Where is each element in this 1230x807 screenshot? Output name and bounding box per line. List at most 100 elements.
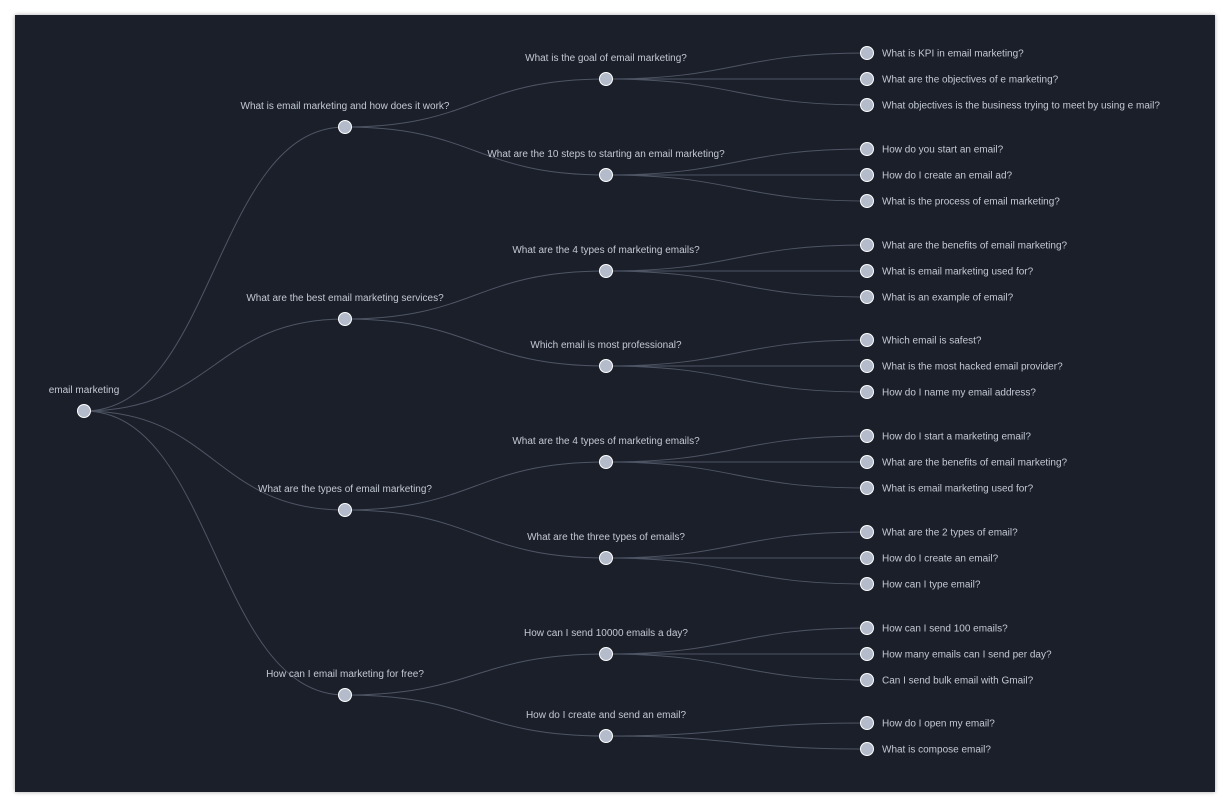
root-node-dot[interactable] <box>77 404 91 418</box>
sub-node-4-1-dot[interactable] <box>599 647 613 661</box>
leaf-node-4-1-3[interactable]: Can I send bulk email with Gmail? <box>860 673 1034 687</box>
sub-node-1-1[interactable]: What is the goal of email marketing? <box>525 53 687 86</box>
leaf-node-1-2-1-dot[interactable] <box>860 142 874 156</box>
leaf-node-3-1-1-dot[interactable] <box>860 429 874 443</box>
leaf-node-1-2-3-dot[interactable] <box>860 194 874 208</box>
leaf-node-1-1-1-dot[interactable] <box>860 46 874 60</box>
leaf-node-3-2-2[interactable]: How do I create an email? <box>860 551 999 565</box>
sub-node-1-2[interactable]: What are the 10 steps to starting an ema… <box>487 149 725 182</box>
leaf-node-2-2-1-label: Which email is safest? <box>882 336 982 347</box>
leaf-node-2-1-1[interactable]: What are the benefits of email marketing… <box>860 238 1068 252</box>
sub-node-2-1-dot[interactable] <box>599 264 613 278</box>
branch-node-3[interactable]: What are the types of email marketing? <box>258 484 432 517</box>
link-sub-4-2-to-leaf-1 <box>605 722 868 737</box>
leaf-node-3-1-3-dot[interactable] <box>860 481 874 495</box>
leaf-node-1-2-2[interactable]: How do I create an email ad? <box>860 168 1013 182</box>
leaf-node-1-1-3-label: What objectives is the business trying t… <box>882 101 1160 112</box>
link-sub-2-2-to-leaf-1 <box>605 339 868 367</box>
leaf-node-4-1-1[interactable]: How can I send 100 emails? <box>860 621 1009 635</box>
sub-node-1-2-dot[interactable] <box>599 168 613 182</box>
branch-node-3-label: What are the types of email marketing? <box>258 484 432 495</box>
sub-node-4-1[interactable]: How can I send 10000 emails a day? <box>524 628 688 661</box>
sub-node-2-1[interactable]: What are the 4 types of marketing emails… <box>512 245 700 278</box>
leaf-node-3-2-3[interactable]: How can I type email? <box>860 577 981 591</box>
sub-node-2-2-dot[interactable] <box>599 359 613 373</box>
leaf-node-1-2-3-label: What is the process of email marketing? <box>882 197 1060 208</box>
branch-node-4-dot[interactable] <box>338 688 352 702</box>
sub-node-3-2[interactable]: What are the three types of emails? <box>527 532 685 565</box>
leaf-node-4-2-1[interactable]: How do I open my email? <box>860 716 996 730</box>
leaf-node-2-2-3-dot[interactable] <box>860 385 874 399</box>
branch-node-4-label: How can I email marketing for free? <box>266 669 424 680</box>
leaf-node-3-2-2-label: How do I create an email? <box>882 554 999 565</box>
leaf-node-4-1-3-dot[interactable] <box>860 673 874 687</box>
leaf-node-1-1-2-label: What are the objectives of e marketing? <box>882 75 1059 86</box>
leaf-node-4-1-1-dot[interactable] <box>860 621 874 635</box>
root-node[interactable]: email marketing <box>49 385 120 418</box>
branch-node-1-dot[interactable] <box>338 120 352 134</box>
link-branch-1-to-sub-2 <box>344 126 607 176</box>
link-sub-3-2-to-leaf-3 <box>605 557 868 585</box>
leaf-node-2-1-3[interactable]: What is an example of email? <box>860 290 1014 304</box>
leaf-node-4-2-1-dot[interactable] <box>860 716 874 730</box>
link-root-to-branch-2 <box>83 318 346 412</box>
sub-node-3-1-dot[interactable] <box>599 455 613 469</box>
leaf-node-4-2-1-label: How do I open my email? <box>882 719 995 730</box>
leaf-node-1-1-1[interactable]: What is KPI in email marketing? <box>860 46 1025 60</box>
sub-node-1-1-label: What is the goal of email marketing? <box>525 53 687 64</box>
leaf-node-2-2-1[interactable]: Which email is safest? <box>860 333 982 347</box>
leaf-node-3-2-2-dot[interactable] <box>860 551 874 565</box>
leaf-node-4-2-2[interactable]: What is compose email? <box>860 742 992 756</box>
link-root-to-branch-1 <box>83 126 346 412</box>
sub-node-3-1[interactable]: What are the 4 types of marketing emails… <box>512 436 700 469</box>
leaf-node-3-2-1-dot[interactable] <box>860 525 874 539</box>
link-sub-3-1-to-leaf-1 <box>605 435 868 463</box>
leaf-node-3-2-3-dot[interactable] <box>860 577 874 591</box>
leaf-node-2-2-2[interactable]: What is the most hacked email provider? <box>860 359 1064 373</box>
leaf-node-3-2-1[interactable]: What are the 2 types of email? <box>860 525 1019 539</box>
link-sub-3-2-to-leaf-1 <box>605 531 868 559</box>
leaf-node-4-1-2-dot[interactable] <box>860 647 874 661</box>
leaf-node-3-1-3[interactable]: What is email marketing used for? <box>860 481 1034 495</box>
leaf-node-2-1-1-dot[interactable] <box>860 238 874 252</box>
mindmap-canvas: What is KPI in email marketing? What are … <box>15 15 1215 792</box>
leaf-node-3-1-2[interactable]: What are the benefits of email marketing… <box>860 455 1068 469</box>
branch-node-2[interactable]: What are the best email marketing servic… <box>246 293 444 326</box>
leaf-node-1-2-3[interactable]: What is the process of email marketing? <box>860 194 1061 208</box>
leaf-node-4-1-2[interactable]: How many emails can I send per day? <box>860 647 1052 661</box>
link-sub-2-1-to-leaf-3 <box>605 270 868 298</box>
leaf-node-3-1-3-label: What is email marketing used for? <box>882 484 1034 495</box>
sub-node-4-2[interactable]: How do I create and send an email? <box>526 710 687 743</box>
leaf-node-1-1-2-dot[interactable] <box>860 72 874 86</box>
leaf-node-1-2-2-label: How do I create an email ad? <box>882 171 1013 182</box>
leaf-node-2-1-2[interactable]: What is email marketing used for? <box>860 264 1034 278</box>
leaf-node-2-2-2-label: What is the most hacked email provider? <box>882 362 1063 373</box>
link-sub-2-1-to-leaf-1 <box>605 244 868 272</box>
link-sub-2-2-to-leaf-3 <box>605 365 868 393</box>
branch-node-4[interactable]: How can I email marketing for free? <box>266 669 424 702</box>
sub-node-4-2-dot[interactable] <box>599 729 613 743</box>
sub-node-3-2-dot[interactable] <box>599 551 613 565</box>
leaf-node-2-2-3-label: How do I name my email address? <box>882 388 1036 399</box>
branch-node-1[interactable]: What is email marketing and how does it … <box>241 101 450 134</box>
leaf-node-1-2-1[interactable]: How do you start an email? <box>860 142 1004 156</box>
leaf-node-3-1-2-dot[interactable] <box>860 455 874 469</box>
leaf-node-1-1-3[interactable]: What objectives is the business trying t… <box>860 98 1161 112</box>
leaf-node-2-2-2-dot[interactable] <box>860 359 874 373</box>
leaf-node-2-2-3[interactable]: How do I name my email address? <box>860 385 1037 399</box>
leaf-node-2-1-2-dot[interactable] <box>860 264 874 278</box>
sub-node-2-2[interactable]: Which email is most professional? <box>530 340 682 373</box>
leaf-node-1-1-2[interactable]: What are the objectives of e marketing? <box>860 72 1059 86</box>
sub-node-1-1-dot[interactable] <box>599 72 613 86</box>
link-layer <box>83 52 868 750</box>
leaf-node-1-2-2-dot[interactable] <box>860 168 874 182</box>
leaf-node-1-1-3-dot[interactable] <box>860 98 874 112</box>
leaf-node-1-1-1-label: What is KPI in email marketing? <box>882 49 1024 60</box>
branch-node-3-dot[interactable] <box>338 503 352 517</box>
leaf-node-2-1-3-dot[interactable] <box>860 290 874 304</box>
link-sub-1-2-to-leaf-3 <box>605 174 868 202</box>
leaf-node-3-1-1[interactable]: How do I start a marketing email? <box>860 429 1032 443</box>
leaf-node-4-2-2-dot[interactable] <box>860 742 874 756</box>
branch-node-2-dot[interactable] <box>338 312 352 326</box>
leaf-node-2-2-1-dot[interactable] <box>860 333 874 347</box>
